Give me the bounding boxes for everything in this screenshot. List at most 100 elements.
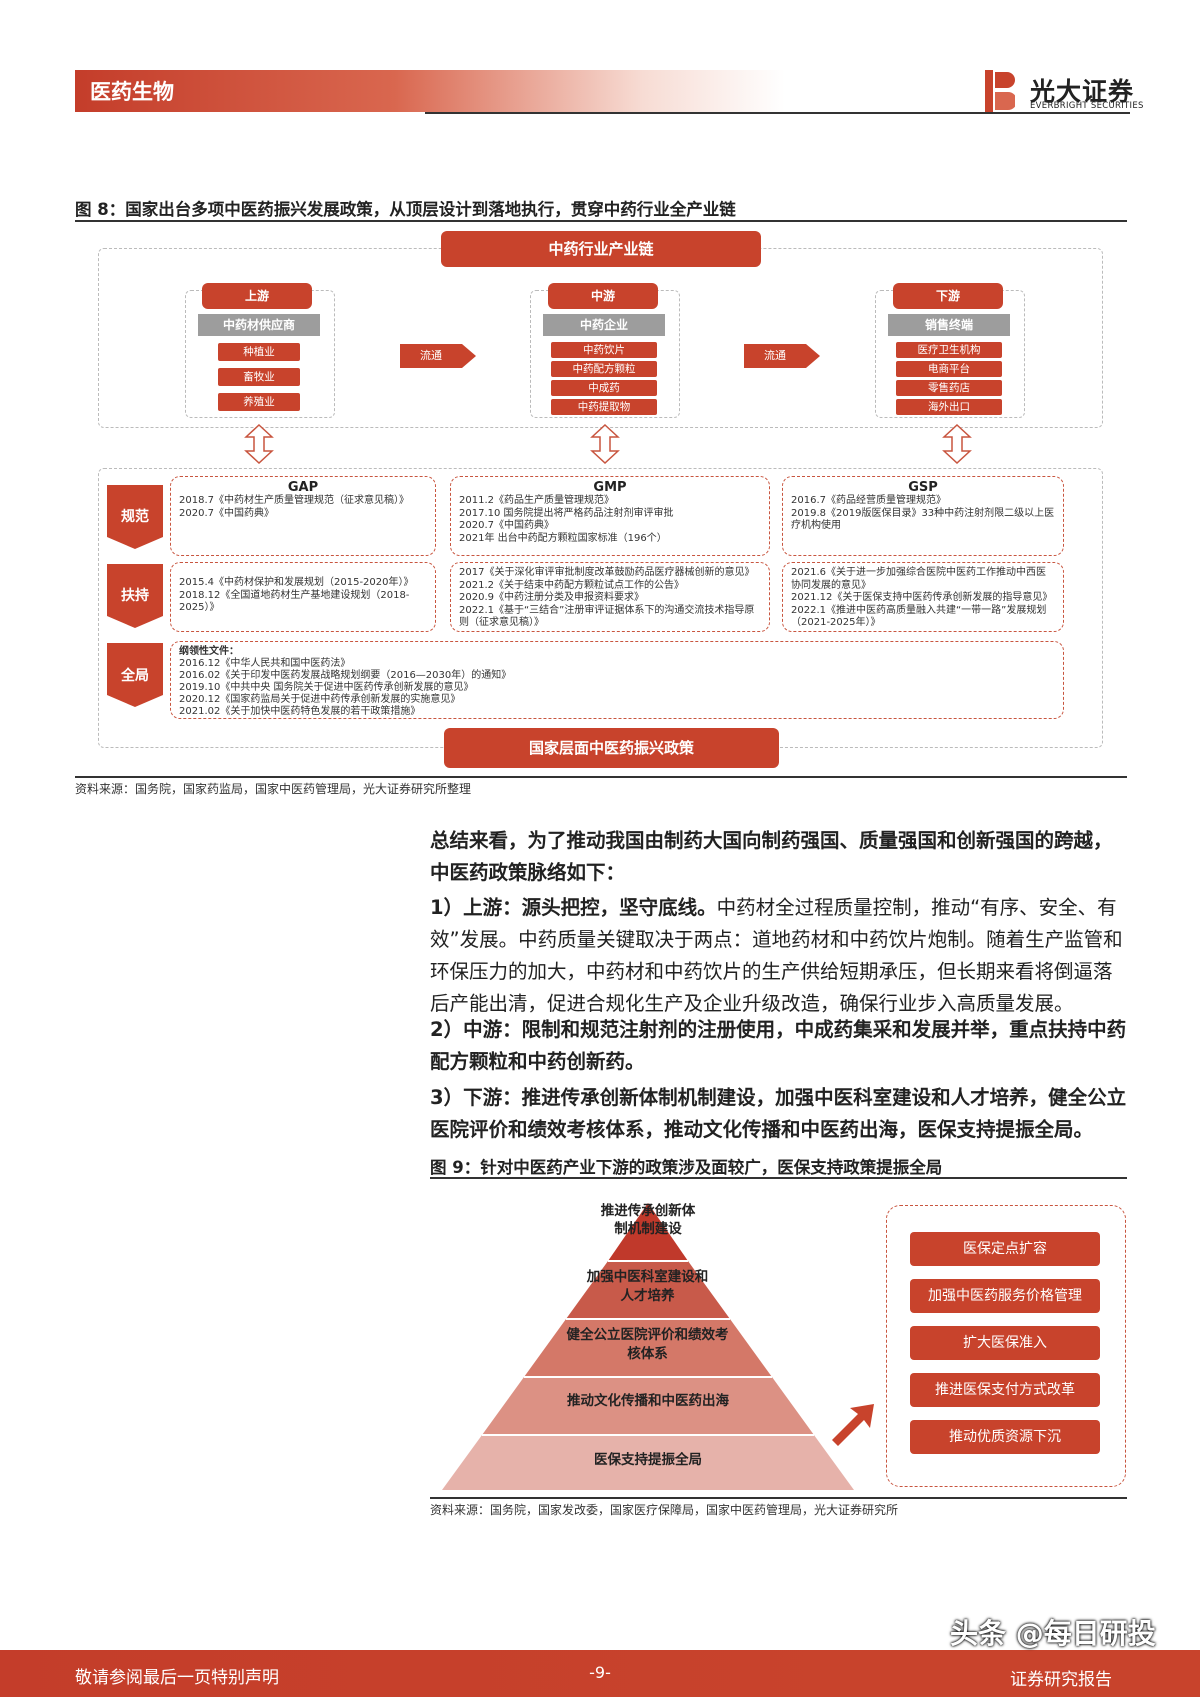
watermark: 头条 @每日研投: [950, 1617, 1156, 1650]
midstream-label: 中游: [548, 283, 658, 309]
everbright-logo-icon: [985, 70, 1015, 112]
downstream-label: 下游: [893, 283, 1003, 309]
paragraph-upstream: 1）上游：源头把控，坚守底线。中药材全过程质量控制，推动“有序、安全、有效”发展…: [430, 892, 1130, 1020]
footer-band: [0, 1650, 1200, 1697]
header-band: [75, 70, 785, 112]
policy-line: 2022.1《推进中医药高质量融入共建“一带一路”发展规划（2021-2025年…: [791, 604, 1047, 629]
upstream-item: 畜牧业: [218, 368, 300, 386]
policy-box-gap: GAP 2018.7《中药材生产质量管理规范（征求意见稿）》 2020.7《中国…: [170, 476, 436, 556]
row-label-fuchi: 扶持: [121, 588, 149, 604]
policy-line: 2019.10《中共中央 国务院关于促进中医药传承创新发展的意见》: [179, 682, 474, 693]
policy-line: 2019.8《2019版医保目录》33种中药注射剂限二级以上医疗机构使用: [791, 507, 1055, 532]
policy-line: 2016.12《中华人民共和国中医药法》: [179, 658, 351, 669]
insurance-item: 医保定点扩容: [910, 1232, 1100, 1266]
figure-8-top-rule: [75, 220, 1127, 222]
policy-box-gsp: GSP 2016.7《药品经营质量管理规范》 2019.8《2019版医保目录》…: [782, 476, 1064, 556]
insurance-item: 推进医保支付方式改革: [910, 1373, 1100, 1407]
policy-line: 2016.02《关于印发中医药发展战略规划纲要（2016—2030年）的通知》: [179, 670, 512, 681]
figure-8-source: 资料来源：国务院，国家药监局，国家中医药管理局，光大证券研究所整理: [75, 782, 472, 796]
policy-box-global: 纲领性文件： 2016.12《中华人民共和国中医药法》 2016.02《关于印发…: [170, 641, 1064, 719]
policy-heading: 纲领性文件：: [179, 646, 239, 657]
policy-line: 2018.12《全国道地药材生产基地建设规划（2018-2025）》: [179, 589, 410, 614]
paragraph-upstream-heading: 1）上游：源头把控，坚守底线。: [430, 896, 717, 919]
downstream-item: 零售药店: [896, 380, 1002, 396]
policy-line: 2020.7《中国药典》: [459, 520, 554, 531]
policy-line: 2021.12《关于医保支持中医药传承创新发展的指导意见》: [791, 592, 1053, 603]
policy-line: 2015.4《中药材保护和发展规划（2015-2020年）》: [179, 577, 414, 588]
policy-line: 2020.9《中药注册分类及申报资料要求》: [459, 592, 644, 603]
row-chevron: [107, 564, 163, 628]
section-title: 医药生物: [90, 80, 174, 104]
header-rule: [425, 112, 1130, 114]
logo-subtext: EVERBRIGHT SECURITIES: [1030, 101, 1144, 111]
upstream-label: 上游: [202, 283, 312, 309]
figure-8-title: 图 8：国家出台多项中医药振兴发展政策，从顶层设计到落地执行，贯穿中药行业全产业…: [75, 200, 736, 219]
double-arrow-icon: [590, 424, 620, 464]
row-chevron: [107, 485, 163, 549]
midstream-item: 中药饮片: [551, 342, 657, 358]
flow-arrow-2: [744, 344, 820, 368]
paragraph-downstream: 3）下游：推进传承创新体制机制建设，加强中医科室建设和人才培养，健全公立医院评价…: [430, 1086, 1127, 1141]
upstream-item: 养殖业: [218, 393, 300, 411]
flow-arrow-1: [400, 344, 476, 368]
policy-line: 2020.12《国家药监局关于促进中药传承创新发展的实施意见》: [179, 694, 461, 705]
policy-line: 2022.1《基于“三结合”注册审评证据体系下的沟通交流技术指导原则（征求意见稿…: [459, 604, 755, 629]
row-label-guifan: 规范: [121, 509, 149, 525]
row-chevron: [107, 643, 163, 707]
insurance-item: 推动优质资源下沉: [910, 1420, 1100, 1454]
pyramid-level-5: 医保支持提振全局: [594, 1452, 702, 1468]
paragraph-upstream-text: 中药材全过程质量控制，推动“有序、安全、有效”发展。中药质量关键取决于两点：道地…: [430, 896, 1123, 1015]
downstream-item: 医疗卫生机构: [896, 342, 1002, 358]
policy-line: 2021.6《关于进一步加强综合医院中医药工作推动中西医协同发展的意见》: [791, 567, 1046, 591]
policy-box-gmp: GMP 2011.2《药品生产质量管理规范》 2017.10 国务院提出将严格药…: [450, 476, 770, 556]
column-title-gmp: GMP: [593, 480, 627, 495]
policy-box-gsp-support: 2021.6《关于进一步加强综合医院中医药工作推动中西医协同发展的意见》 202…: [782, 562, 1064, 632]
figure-9-bottom-rule: [430, 1497, 1127, 1499]
insurance-item: 扩大医保准入: [910, 1326, 1100, 1360]
chain-banner: 中药行业产业链: [441, 231, 761, 267]
insurance-frame: [886, 1205, 1126, 1487]
upstream-item: 种植业: [218, 343, 300, 361]
downstream-item: 海外出口: [896, 399, 1002, 415]
pyramid-level-4: 推动文化传播和中医药出海: [567, 1393, 729, 1409]
policy-line: 2021.02《关于加快中医药特色发展的若干政策措施》: [179, 706, 421, 717]
logo-text: 光大证券: [1030, 77, 1135, 106]
midstream-item: 中成药: [551, 380, 657, 396]
policy-line: 2016.7《药品经营质量管理规范》: [791, 495, 946, 506]
summary-paragraph: 总结来看，为了推动我国由制药大国向制药强国、质量强国和创新强国的跨越，中医药政策…: [430, 829, 1113, 884]
downstream-item: 电商平台: [896, 361, 1002, 377]
diagonal-arrow-icon: [832, 1404, 874, 1446]
policy-box-gmp-support: 2017《关于深化审评审批制度改革鼓励药品医疗器械创新的意见》 2021.2《关…: [450, 562, 770, 632]
column-title-gap: GAP: [287, 480, 319, 495]
paragraph-midstream: 2）中游：限制和规范注射剂的注册使用，中成药集采和发展并举，重点扶持中药配方颗粒…: [430, 1018, 1127, 1073]
midstream-category: 中药企业: [543, 314, 665, 336]
figure-8-bottom-rule: [75, 776, 1127, 778]
policy-line: 2018.7《中药材生产质量管理规范（征求意见稿）》: [179, 495, 409, 506]
policy-line: 2017.10 国务院提出将严格药品注射剂审评审批: [459, 507, 674, 519]
pyramid-level-3: 健全公立医院评价和绩效考核体系: [566, 1327, 729, 1362]
pyramid-level-1: 推进传承创新体制机制建设: [600, 1203, 696, 1237]
midstream-item: 中药配方颗粒: [551, 361, 657, 377]
footer-report-type: 证券研究报告: [1010, 1670, 1112, 1690]
flow-label-1: 流通: [420, 349, 442, 362]
footer-disclaimer: 敬请参阅最后一页特别声明: [75, 1668, 279, 1688]
double-arrow-icon: [942, 424, 972, 464]
downstream-category: 销售终端: [888, 314, 1010, 336]
figure-9-source: 资料来源：国务院，国家发改委，国家医疗保障局，国家中医药管理局，光大证券研究所: [430, 1503, 899, 1517]
midstream-item: 中药提取物: [551, 399, 657, 415]
column-title-gsp: GSP: [908, 480, 938, 495]
figure-9-top-rule: [430, 1177, 1127, 1179]
policy-line: 2020.7《中国药典》: [179, 507, 274, 519]
policy-box-gap-support: 2015.4《中药材保护和发展规划（2015-2020年）》 2018.12《全…: [170, 562, 436, 632]
double-arrow-icon: [244, 424, 274, 464]
policy-line: 2011.2《药品生产质量管理规范》: [459, 495, 614, 506]
insurance-item: 加强中医药服务价格管理: [910, 1279, 1100, 1313]
policy-line: 2021年 出台中药配方颗粒国家标准（196个）: [459, 532, 667, 544]
flow-label-2: 流通: [764, 349, 786, 362]
policy-pyramid: [442, 1203, 854, 1490]
page-number: -9-: [589, 1663, 611, 1682]
national-policy-banner: 国家层面中医药振兴政策: [444, 728, 779, 768]
pyramid-level-2: 加强中医科室建设和人才培养: [586, 1269, 709, 1304]
row-label-quanju: 全局: [121, 668, 149, 684]
policy-line: 2017《关于深化审评审批制度改革鼓励药品医疗器械创新的意见》: [459, 567, 755, 578]
